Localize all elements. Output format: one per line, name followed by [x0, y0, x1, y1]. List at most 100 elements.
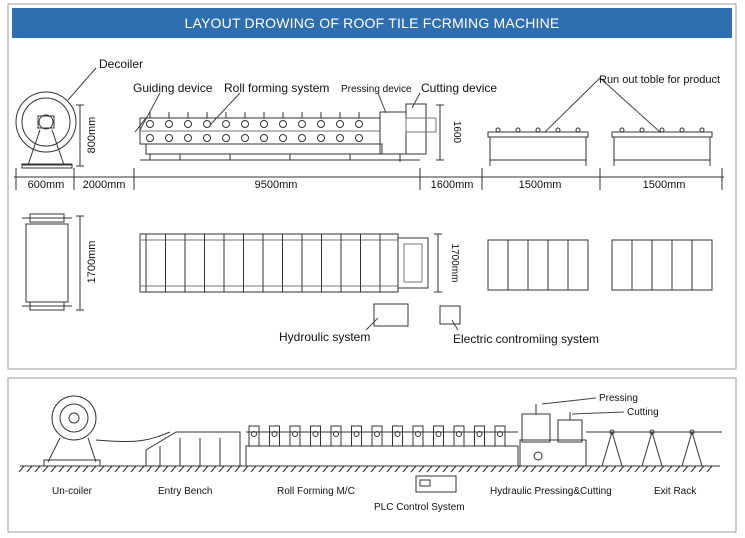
hatch-mark: [26, 465, 33, 473]
pressing-device-label: Pressing device: [341, 84, 412, 95]
lower-roller: [146, 134, 154, 142]
hatch-mark: [242, 465, 249, 473]
table-plan-1: [487, 239, 589, 291]
hatch-mark: [586, 465, 593, 473]
dim-table-1: 1500mm: [519, 179, 562, 191]
upper-roller: [317, 120, 325, 128]
hatch-mark: [394, 465, 401, 473]
machine-width-label: 1700mm: [449, 244, 460, 283]
uncoiler-label: Un-coiler: [52, 486, 93, 497]
table-roller: [575, 127, 581, 133]
hatch-mark: [426, 465, 433, 473]
decoiler-height-label: 800mm: [86, 117, 98, 154]
hatch-mark: [450, 465, 457, 473]
hatch-mark: [34, 465, 41, 473]
lower-frame: [7, 377, 737, 533]
forming-roller: [312, 431, 319, 437]
hatch-mark: [306, 465, 313, 473]
hatch-mark: [330, 465, 337, 473]
hatch-mark: [290, 465, 297, 473]
forming-stand: [412, 425, 424, 447]
decoiler-height-dimension: [76, 104, 84, 167]
rack-leg: [641, 431, 653, 467]
table-roller: [699, 127, 705, 133]
hatch-mark: [674, 465, 681, 473]
table-roller: [495, 127, 501, 133]
forming-roller: [456, 431, 462, 437]
dim-gap: 2000mm: [83, 179, 126, 191]
forming-stand: [474, 425, 485, 447]
hatch-mark: [90, 465, 97, 473]
upper-roller: [336, 120, 344, 128]
hatch-mark: [346, 465, 353, 473]
hatch-mark: [658, 465, 665, 473]
hatch-mark: [274, 465, 281, 473]
hatch-mark: [642, 465, 649, 473]
forming-roller: [251, 431, 257, 437]
upper-roller: [222, 120, 230, 128]
table-roller: [535, 127, 541, 133]
title-banner: LAYOUT DROWING OF ROOF TILE FCRMING MACH…: [12, 8, 732, 38]
hydraulic-system-label: Hydroulic system: [279, 330, 370, 344]
length-dimension-chain: [14, 168, 724, 190]
rack-roller: [649, 429, 655, 435]
decoiler-plan: [22, 213, 72, 311]
hatch-mark: [538, 465, 545, 473]
forming-roller: [497, 431, 503, 437]
pressing-leader: [541, 397, 597, 405]
lower-roller: [222, 134, 230, 142]
hatch-mark: [18, 465, 25, 473]
uncoiler-graphic: [43, 395, 101, 467]
forming-roller: [353, 431, 360, 437]
rack-leg: [601, 431, 613, 467]
guiding-device-label: Guiding device: [133, 81, 213, 95]
hatch-mark: [650, 465, 657, 473]
hatch-mark: [74, 465, 81, 473]
hatch-mark: [218, 465, 225, 473]
forming-stand: [248, 425, 260, 447]
hatch-mark: [594, 465, 601, 473]
upper-roller: [165, 120, 173, 128]
hatch-mark: [354, 465, 361, 473]
forming-roller: [292, 431, 298, 437]
hatch-mark: [194, 465, 201, 473]
hatch-mark: [258, 465, 265, 473]
hatch-mark: [554, 465, 561, 473]
forming-stand: [269, 425, 280, 447]
cutting-device-label: Cutting device: [421, 81, 497, 95]
forming-roller: [333, 431, 339, 437]
table-plan-lines: [507, 240, 693, 290]
rack-roller: [689, 429, 695, 435]
upper-roller: [146, 120, 154, 128]
hatch-mark: [314, 465, 321, 473]
hatch-mark: [162, 465, 169, 473]
forming-stand: [310, 425, 321, 447]
upper-roller: [298, 120, 306, 128]
hatch-mark: [186, 465, 193, 473]
hatch-mark: [370, 465, 377, 473]
diagram-title: LAYOUT DROWING OF ROOF TILE FCRMING MACH…: [184, 15, 560, 31]
forming-roller: [394, 431, 401, 437]
lower-roller: [184, 134, 192, 142]
cutter-height-label: 1600: [451, 121, 462, 144]
hatch-mark: [626, 465, 633, 473]
hydraulic-unit: [373, 303, 409, 327]
hatch-mark: [50, 465, 57, 473]
decoiler-width-label: 1700mm: [86, 241, 98, 284]
rack-roller: [609, 429, 615, 435]
table-roller: [619, 127, 625, 133]
hatch-mark: [698, 465, 705, 473]
lower-roller: [298, 134, 306, 142]
table-plan-2: [611, 239, 713, 291]
hatch-mark: [682, 465, 689, 473]
dim-machine: 9500mm: [255, 179, 298, 191]
table-roller: [515, 127, 521, 133]
forming-roller: [415, 431, 421, 437]
strip-path: [95, 431, 171, 443]
lower-roller: [165, 134, 173, 142]
floor-hatch: [18, 465, 713, 473]
forming-stand: [392, 425, 403, 447]
hatch-mark: [154, 465, 161, 473]
exit-rack-graphic: [601, 429, 703, 467]
forming-roller: [476, 431, 483, 437]
